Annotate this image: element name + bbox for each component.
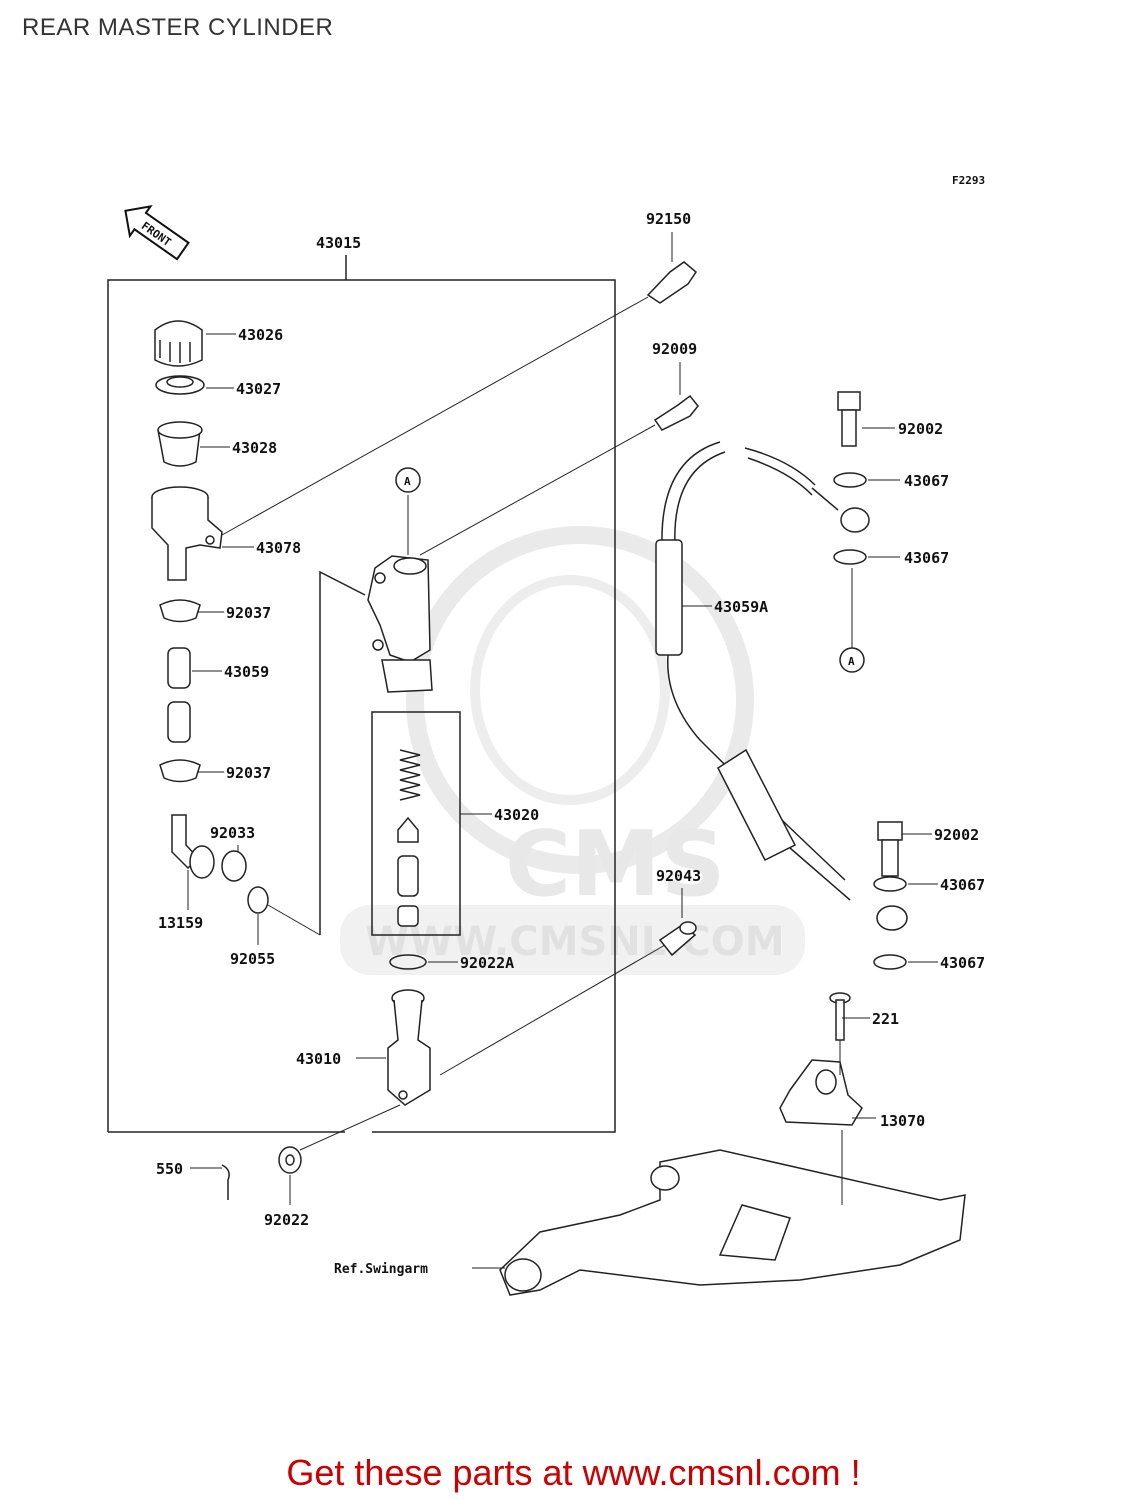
reservoir-cap bbox=[154, 320, 203, 367]
label-43026: 43026 bbox=[238, 326, 283, 344]
part-labels: 43015 43026 43027 43028 43078 92037 4305… bbox=[156, 210, 985, 1277]
washers-top bbox=[833, 472, 867, 565]
figure-code: F2293 bbox=[952, 174, 985, 187]
label-550: 550 bbox=[156, 1160, 183, 1178]
label-43059: 43059 bbox=[224, 663, 269, 681]
label-43015: 43015 bbox=[316, 234, 361, 252]
watermark: CMS WWW.CMSNL.COM bbox=[340, 526, 805, 975]
label-13070: 13070 bbox=[880, 1112, 925, 1130]
watermark-url: WWW.CMSNL.COM bbox=[365, 919, 785, 965]
label-43067-1: 43067 bbox=[904, 472, 949, 490]
diaphragm-plate bbox=[155, 375, 205, 395]
label-43067-2: 43067 bbox=[904, 549, 949, 567]
label-221: 221 bbox=[872, 1010, 899, 1028]
banjo-bolt-top bbox=[837, 391, 861, 447]
label-92037-bottom: 92037 bbox=[226, 764, 271, 782]
master-cylinder-body bbox=[319, 555, 433, 935]
label-43010: 43010 bbox=[296, 1050, 341, 1068]
label-92055: 92055 bbox=[230, 950, 275, 968]
svg-text:A: A bbox=[404, 475, 411, 488]
label-43028: 43028 bbox=[232, 439, 277, 457]
label-43067-3: 43067 bbox=[940, 876, 985, 894]
label-92022: 92022 bbox=[264, 1211, 309, 1229]
assembly-bracket bbox=[107, 255, 616, 1133]
circlip-92022A bbox=[389, 954, 427, 970]
leader-lines bbox=[187, 232, 938, 1269]
reservoir-hose bbox=[167, 647, 191, 743]
label-92009: 92009 bbox=[652, 340, 697, 358]
piston-kit-box bbox=[371, 711, 461, 936]
label-92043: 92043 bbox=[656, 867, 701, 885]
label-92002-top: 92002 bbox=[898, 420, 943, 438]
label-92037-top: 92037 bbox=[226, 604, 271, 622]
collar-92043 bbox=[658, 921, 697, 957]
diaphragm bbox=[157, 421, 203, 467]
label-13159: 13159 bbox=[158, 914, 203, 932]
reservoir-body bbox=[151, 486, 223, 581]
label-92002-bottom: 92002 bbox=[934, 826, 979, 844]
swingarm bbox=[499, 1149, 966, 1296]
hose-fitting bbox=[171, 814, 215, 879]
label-43027: 43027 bbox=[236, 380, 281, 398]
bolt-92150 bbox=[646, 261, 697, 304]
label-92033: 92033 bbox=[210, 824, 255, 842]
svg-text:A: A bbox=[848, 655, 855, 668]
label-ref-swingarm: Ref.Swingarm bbox=[334, 1262, 428, 1277]
screw-221 bbox=[829, 992, 851, 1041]
label-43059A: 43059A bbox=[714, 598, 768, 616]
label-43020: 43020 bbox=[494, 806, 539, 824]
bracket-13070 bbox=[779, 1059, 863, 1126]
callout-marker-a-left: A bbox=[395, 467, 421, 493]
bolt-92009 bbox=[653, 394, 699, 431]
o-ring bbox=[247, 886, 269, 914]
cotter-pin bbox=[221, 1164, 230, 1200]
footer-link[interactable]: Get these parts at www.cmsnl.com ! bbox=[286, 1452, 861, 1493]
label-92150: 92150 bbox=[646, 210, 691, 228]
washer-92022 bbox=[278, 1146, 302, 1174]
brake-hose bbox=[655, 441, 908, 931]
washers-bottom bbox=[873, 876, 907, 970]
label-43078: 43078 bbox=[256, 539, 301, 557]
hose-clamp-bottom bbox=[159, 759, 201, 783]
callout-marker-a-right: A bbox=[839, 647, 865, 673]
push-rod bbox=[387, 989, 431, 1106]
label-43067-4: 43067 bbox=[940, 954, 985, 972]
circlip bbox=[221, 850, 247, 882]
front-arrow-icon: FRONT bbox=[124, 204, 190, 261]
page-title: REAR MASTER CYLINDER bbox=[22, 14, 334, 41]
hose-clamp-top bbox=[159, 599, 201, 623]
label-92022A: 92022A bbox=[460, 954, 514, 972]
banjo-bolt-bottom bbox=[877, 821, 903, 877]
